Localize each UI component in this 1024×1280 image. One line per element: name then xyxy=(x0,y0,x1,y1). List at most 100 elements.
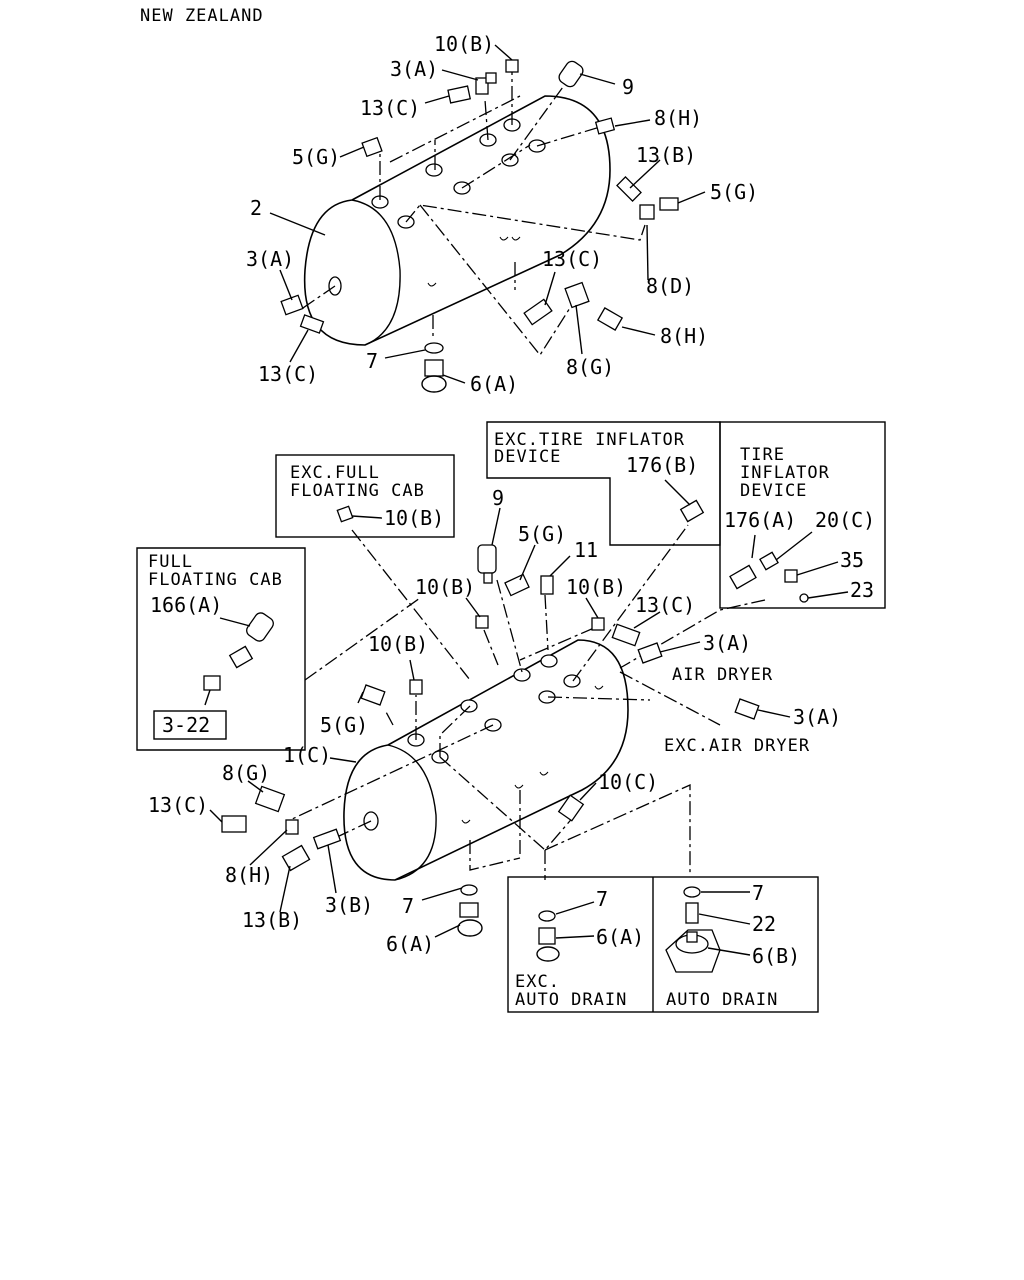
exc-tire-inflator-title: EXC.TIRE INFLATOR xyxy=(494,430,685,450)
tire-inflator-title: TIRE xyxy=(740,445,785,465)
callout-10b: 10(B) xyxy=(368,632,428,656)
callout-5g: 5(G) xyxy=(518,522,566,546)
callout-3a: 3(A) xyxy=(793,705,841,729)
callout-1c: 1(C) xyxy=(283,743,331,767)
callout-3b: 3(B) xyxy=(325,893,373,917)
callout-8g: 8(G) xyxy=(566,355,614,379)
reference-box[interactable] xyxy=(153,710,227,740)
elbow-fitting-icon xyxy=(280,294,325,334)
callout-8h: 8(H) xyxy=(225,863,273,887)
exc-full-floating-title: EXC.FULL xyxy=(290,463,380,483)
callout-10b: 10(B) xyxy=(434,32,494,56)
exc-tire-inflator-title-2: DEVICE xyxy=(494,447,561,467)
callout-3a: 3(A) xyxy=(390,57,438,81)
full-floating-title-2: FLOATING CAB xyxy=(148,570,283,590)
callout-3a: 3(A) xyxy=(703,631,751,655)
callout-9: 9 xyxy=(492,486,504,510)
tank-bosses xyxy=(407,654,581,764)
drain-valve-icon xyxy=(665,929,721,973)
auto-drain-title: AUTO DRAIN xyxy=(666,990,778,1010)
elbow-fitting-icon xyxy=(361,136,383,158)
air-tank-icon xyxy=(343,639,629,881)
plug-icon xyxy=(336,505,354,523)
drain-valve-icon xyxy=(457,884,483,937)
exc-auto-drain-title-2: AUTO DRAIN xyxy=(515,990,627,1010)
pressure-switch-icon xyxy=(558,60,584,88)
exc-air-dryer-note: EXC.AIR DRYER xyxy=(664,736,810,756)
callout-22: 22 xyxy=(752,912,776,936)
callout-5g: 5(G) xyxy=(292,145,340,169)
callout-7: 7 xyxy=(402,894,414,918)
elbow-fitting-icon xyxy=(360,684,760,720)
callout-13c: 13(C) xyxy=(360,96,420,120)
elbow-fitting-icon xyxy=(679,499,705,523)
callout-176a: 176(A) xyxy=(724,508,796,532)
callout-10b: 10(B) xyxy=(384,506,444,530)
drain-valve-icon xyxy=(421,342,447,393)
callout-13b: 13(B) xyxy=(636,143,696,167)
callout-9: 9 xyxy=(622,75,634,99)
callout-13c: 13(C) xyxy=(258,362,318,386)
callout-13c: 13(C) xyxy=(148,793,208,817)
callout-10b: 10(B) xyxy=(566,575,626,599)
upper-assembly: 10(B) 3(A) 9 13(C) 8(H) 5(G) 13(B) 5(G) … xyxy=(246,32,758,396)
drain-variants-box xyxy=(507,876,819,1013)
full-floating-title: FULL xyxy=(148,552,193,572)
callout-13c: 13(C) xyxy=(635,593,695,617)
auto-drain-panel: 7 22 6(B) AUTO DRAIN xyxy=(665,881,800,1010)
callout-6a: 6(A) xyxy=(596,925,644,949)
plug-icon xyxy=(409,615,605,695)
elbow-fitting-icon xyxy=(504,573,530,597)
callout-23: 23 xyxy=(850,578,874,602)
air-dryer-note: AIR DRYER xyxy=(672,665,773,685)
exc-full-floating-title-2: FLOATING CAB xyxy=(290,481,425,501)
connector-icon xyxy=(594,117,616,135)
callout-176b: 176(B) xyxy=(626,453,698,477)
callout-166a: 166(A) xyxy=(150,593,222,617)
callout-10c: 10(C) xyxy=(598,770,658,794)
callout-5g: 5(G) xyxy=(710,180,758,204)
callout-13c: 13(C) xyxy=(542,247,602,271)
ref-3-22-link[interactable]: 3-22 xyxy=(162,713,210,737)
exc-auto-drain-title: EXC. xyxy=(515,972,560,992)
elbow-fitting-icon xyxy=(475,72,497,95)
drain-valve-icon xyxy=(536,927,560,962)
callout-8g: 8(G) xyxy=(222,761,270,785)
connector-icon xyxy=(611,623,663,664)
exc-auto-drain-panel: 7 6(A) EXC. AUTO DRAIN xyxy=(515,887,644,1010)
callout-7: 7 xyxy=(752,881,764,905)
plug-icon xyxy=(505,59,519,73)
connector-icon xyxy=(447,85,472,104)
connector-icon xyxy=(557,794,585,822)
lower-assembly: 9 5(G) 11 10(B) 10(B) 13(C) 3(A) AIR DRY… xyxy=(148,486,841,956)
callout-6a: 6(A) xyxy=(470,372,518,396)
callout-2: 2 xyxy=(250,196,262,220)
callout-7: 7 xyxy=(366,349,378,373)
pressure-switch-icon xyxy=(203,612,274,691)
callout-3a: 3(A) xyxy=(246,247,294,271)
region-header: NEW ZEALAND xyxy=(140,6,264,26)
air-tank-icon xyxy=(303,95,611,346)
connector-icon xyxy=(685,902,699,924)
callout-6b: 6(B) xyxy=(752,944,800,968)
callout-8d: 8(D) xyxy=(646,274,694,298)
tire-inflator-title-3: DEVICE xyxy=(740,481,807,501)
callout-8h: 8(H) xyxy=(654,106,702,130)
callout-5g: 5(G) xyxy=(320,713,368,737)
callout-10b: 10(B) xyxy=(415,575,475,599)
callout-6a: 6(A) xyxy=(386,932,434,956)
tire-inflator-title-2: INFLATOR xyxy=(740,463,830,483)
callout-13b: 13(B) xyxy=(242,908,302,932)
o-ring-icon xyxy=(538,910,556,922)
connector-icon xyxy=(523,281,624,331)
tank-bosses xyxy=(371,118,546,229)
callout-20c: 20(C) xyxy=(815,508,875,532)
connector-icon xyxy=(729,551,809,603)
callout-35: 35 xyxy=(840,548,864,572)
o-ring-icon xyxy=(683,886,701,898)
pressure-switch-icon xyxy=(477,544,497,584)
callout-8h: 8(H) xyxy=(660,324,708,348)
connector-icon xyxy=(221,785,342,872)
callout-7: 7 xyxy=(596,887,608,911)
